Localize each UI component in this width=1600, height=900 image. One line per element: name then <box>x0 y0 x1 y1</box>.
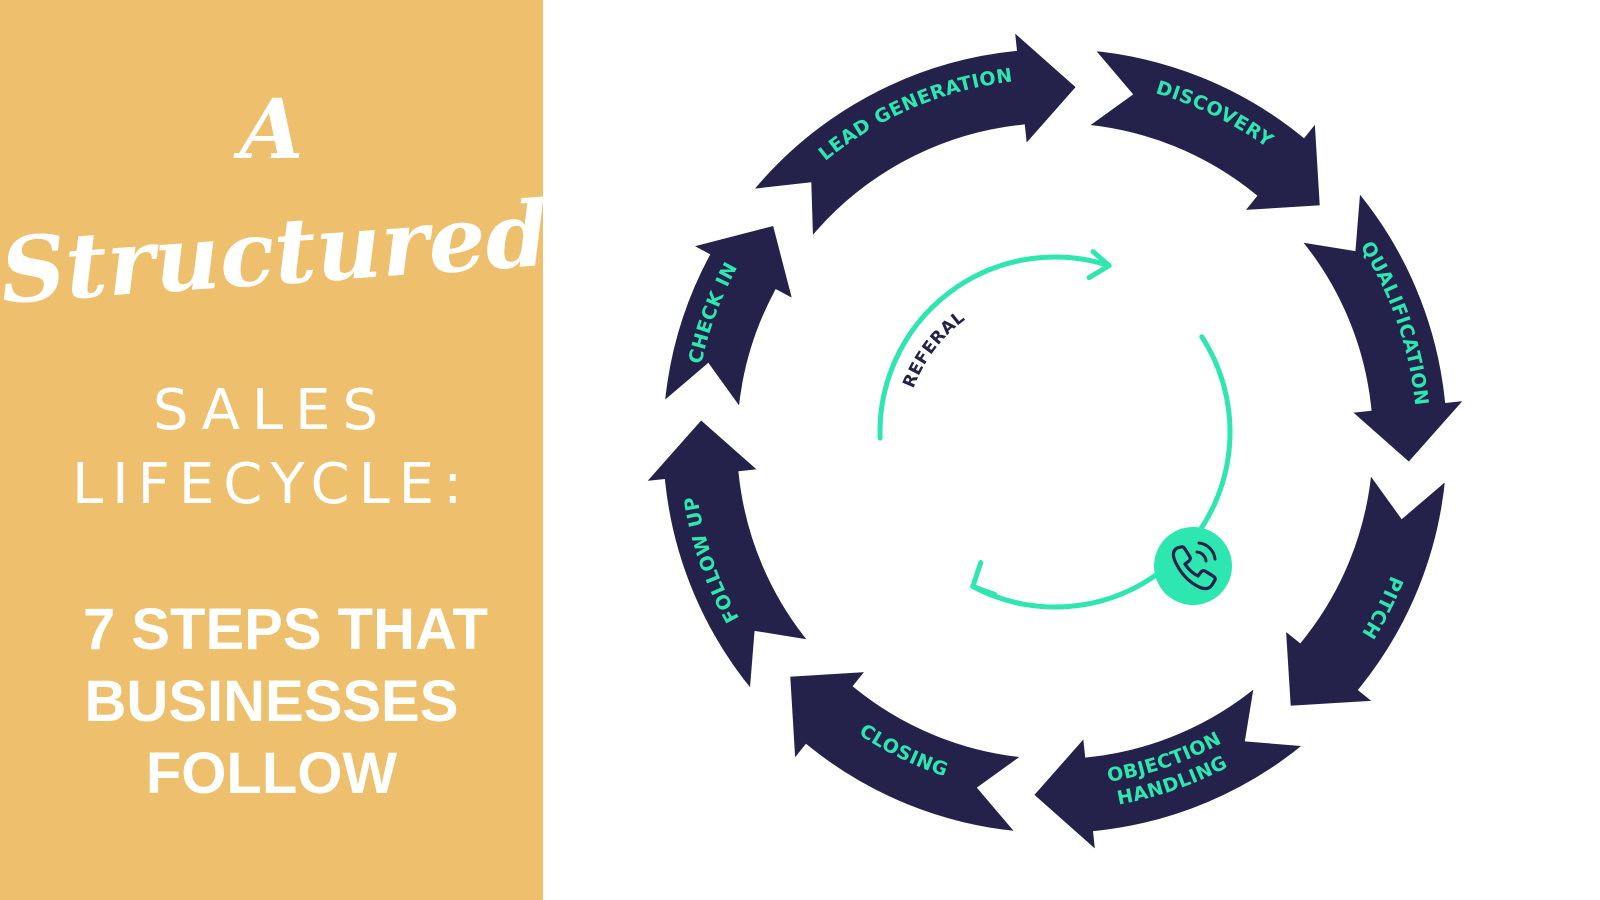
headline-line-3: FOLLOW <box>145 741 398 806</box>
title-word-structured: Structured <box>0 180 552 325</box>
cycle-arrow-pitch <box>1279 460 1453 713</box>
subtitle-lifecycle: LIFECYCLE: <box>71 452 472 517</box>
cycle-arrow-lead-generation <box>741 18 1085 251</box>
cycle-arrow-discovery <box>1074 43 1327 217</box>
referral-arrowhead <box>1086 249 1112 281</box>
headline-line-2: BUSINESSES <box>84 669 459 734</box>
cycle-arrow-qualification <box>1288 179 1478 471</box>
phone-icon <box>1154 527 1232 605</box>
cycle-arrow-check-in <box>657 218 801 422</box>
referral-label: REFERAL <box>899 307 969 391</box>
subtitle-sales: SALES <box>152 378 391 443</box>
cycle-arrow-follow-up <box>632 411 822 703</box>
return-arrowhead <box>970 560 998 597</box>
title-word-a: A <box>239 82 304 178</box>
headline-line-1: 7 STEPS THAT <box>83 597 488 662</box>
cycle-arrow-closing <box>783 665 1036 839</box>
title-panel: A Structured SALES LIFECYCLE: 7 STEPS TH… <box>0 0 552 900</box>
cycle-arrow-objection-handling <box>1025 674 1317 864</box>
sales-cycle-diagram: LEAD GENERATION DISCOVERY QUALIFICATION … <box>632 18 1478 864</box>
referral-arc <box>877 254 1112 441</box>
